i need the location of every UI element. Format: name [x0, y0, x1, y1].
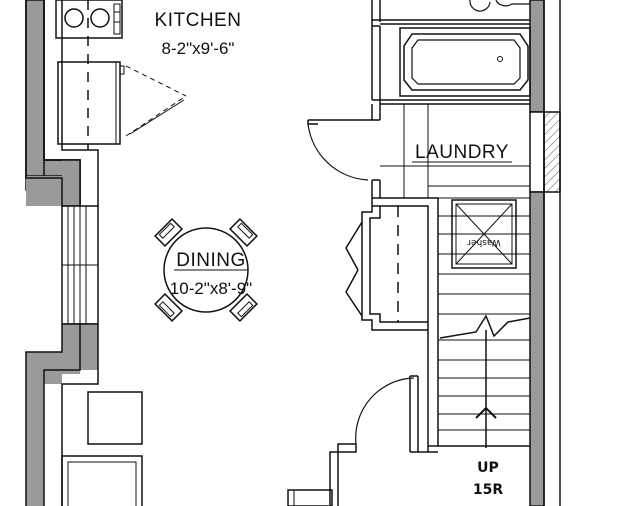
drain-icon	[497, 56, 503, 62]
dining-dimensions: 10-2"x8'-9"	[170, 279, 252, 298]
laundry-door	[307, 120, 369, 181]
kitchen-counter	[55, 0, 187, 150]
kitchen-dimensions: 8-2"x9'-6"	[162, 39, 235, 58]
lower-door	[355, 377, 415, 445]
stairs-direction: UP	[477, 460, 499, 476]
stairs-risers: 15R	[473, 482, 503, 498]
kitchen-name: KITCHEN	[155, 10, 242, 31]
stove-burner-right-icon	[90, 8, 110, 28]
stove-burner-left-icon	[64, 8, 84, 28]
stair-break-line	[439, 314, 531, 339]
left-exterior-wall-lower	[25, 323, 99, 506]
lower-cabinets	[61, 391, 333, 506]
laundry-name: LAUNDRY	[415, 142, 509, 163]
bathtub	[399, 0, 531, 97]
stairs	[438, 215, 531, 448]
stair-up-arrow-icon	[475, 406, 497, 419]
right-exterior-wall	[529, 0, 561, 506]
left-window	[61, 205, 99, 325]
left-exterior-wall	[25, 0, 99, 207]
washer-label: Washer	[467, 237, 501, 247]
interior-walls	[308, 0, 530, 506]
dining-name: DINING	[176, 250, 246, 271]
fridge	[57, 61, 121, 145]
laundry-counter	[380, 104, 530, 199]
